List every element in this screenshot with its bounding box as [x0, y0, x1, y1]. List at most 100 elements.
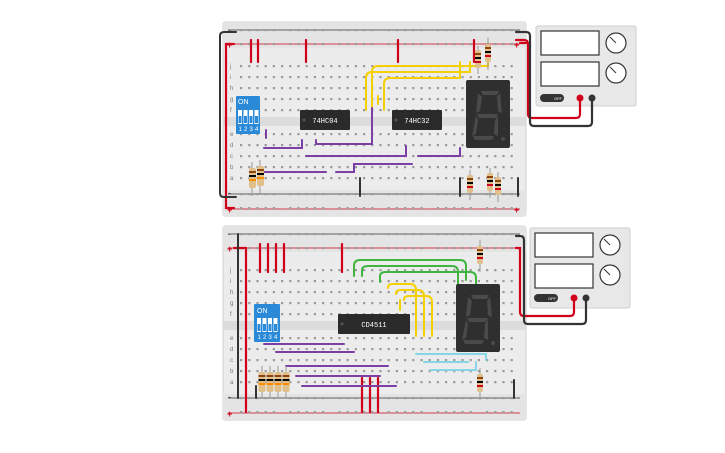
terminal-hole — [264, 381, 267, 384]
psu-leads-bottom[interactable] — [514, 234, 588, 326]
resistor[interactable] — [485, 38, 491, 70]
terminal-hole — [445, 359, 448, 362]
terminal-hole — [272, 359, 275, 362]
terminal-hole — [248, 359, 251, 362]
rail-hole — [510, 193, 513, 196]
terminal-hole — [346, 76, 349, 79]
terminal-hole — [510, 359, 513, 362]
rail-hole — [387, 233, 390, 236]
terminal-hole — [379, 177, 382, 180]
resistor[interactable] — [257, 160, 264, 194]
terminal-hole — [289, 155, 292, 158]
terminal-hole — [338, 359, 341, 362]
terminal-hole — [477, 370, 480, 373]
wires-green-bottom[interactable] — [353, 259, 477, 285]
terminal-hole — [477, 280, 480, 283]
terminal-hole — [404, 280, 407, 283]
terminal-hole — [436, 280, 439, 283]
terminal-hole — [354, 87, 357, 90]
wires-red-bottom[interactable] — [232, 242, 380, 414]
wires-lightblue-bottom[interactable] — [415, 353, 487, 371]
terminal-hole — [305, 133, 308, 136]
seven-segment-display[interactable] — [456, 284, 500, 352]
rail-plus-label: + — [514, 205, 519, 215]
terminal-hole — [330, 291, 333, 294]
rail-hole — [387, 397, 390, 400]
terminal-hole — [510, 370, 513, 373]
dip-switch-number: 2 — [244, 127, 248, 133]
wires-yellow-top[interactable] — [365, 59, 489, 111]
resistor[interactable] — [475, 46, 481, 74]
resistor[interactable] — [477, 240, 483, 272]
terminal-hole — [404, 269, 407, 272]
terminal-hole — [264, 280, 267, 283]
terminal-hole — [404, 381, 407, 384]
resistor[interactable] — [274, 366, 282, 398]
terminal-hole — [436, 133, 439, 136]
terminal-hole — [330, 381, 333, 384]
terminal-hole — [445, 177, 448, 180]
rail-hole — [272, 193, 275, 196]
rail-hole — [510, 411, 513, 414]
chip-74hc32[interactable]: 74HC32 — [392, 110, 442, 130]
terminal-hole — [240, 65, 243, 68]
resistor[interactable] — [477, 368, 483, 400]
rail-hole — [322, 193, 325, 196]
rail-hole — [486, 247, 489, 250]
terminal-hole — [420, 359, 423, 362]
terminal-hole — [371, 280, 374, 283]
resistor[interactable] — [266, 366, 274, 398]
psu-leads-top[interactable] — [514, 30, 594, 128]
terminal-hole — [248, 144, 251, 147]
resistor[interactable] — [249, 162, 256, 196]
rail-hole — [289, 207, 292, 210]
rail-hole — [510, 207, 513, 210]
resistor[interactable] — [282, 366, 290, 398]
power-switch-label: OFF — [554, 96, 563, 101]
terminal-hole — [363, 98, 366, 101]
terminal-hole — [240, 359, 243, 362]
terminal-hole — [461, 87, 464, 90]
terminal-hole — [404, 359, 407, 362]
rail-hole — [248, 193, 251, 196]
chip-74hc04[interactable]: 74HC04 — [300, 110, 350, 130]
wires-purple-top[interactable] — [263, 107, 461, 173]
terminal-hole — [420, 177, 423, 180]
rail-hole — [346, 233, 349, 236]
resistor[interactable] — [258, 366, 266, 398]
terminal-hole — [404, 177, 407, 180]
seven-segment-display[interactable] — [466, 80, 510, 148]
rail-hole — [404, 247, 407, 250]
chip-cd4511[interactable]: CD4511 — [338, 314, 410, 334]
power-supply[interactable]: OFF — [529, 227, 631, 309]
terminal-hole — [453, 302, 456, 305]
dip-switch[interactable]: ON 1 2 3 4 — [254, 304, 280, 342]
wires-black-top[interactable] — [219, 31, 519, 198]
resistor[interactable] — [467, 170, 473, 200]
terminal-hole — [363, 177, 366, 180]
terminal-hole — [289, 302, 292, 305]
terminal-hole — [338, 133, 341, 136]
dip-switch[interactable]: ON 1 2 3 4 — [236, 96, 260, 134]
wires-red-top[interactable] — [224, 38, 528, 210]
wires-black-bottom[interactable] — [237, 233, 515, 399]
terminal-hole — [371, 291, 374, 294]
terminal-hole — [330, 144, 333, 147]
wires-yellow-bottom[interactable] — [387, 283, 433, 337]
power-supply[interactable]: OFF — [535, 25, 637, 107]
terminal-hole — [322, 291, 325, 294]
rail-hole — [445, 29, 448, 32]
wires-purple-bottom[interactable] — [263, 343, 397, 387]
terminal-hole — [404, 87, 407, 90]
terminal-hole — [305, 76, 308, 79]
terminal-hole — [305, 166, 308, 169]
resistor[interactable] — [487, 168, 493, 198]
rail-hole — [346, 207, 349, 210]
terminal-hole — [387, 144, 390, 147]
terminal-hole — [387, 269, 390, 272]
terminal-hole — [510, 313, 513, 316]
resistor[interactable] — [495, 172, 501, 202]
terminal-hole — [387, 177, 390, 180]
terminal-hole — [330, 166, 333, 169]
rail-hole — [371, 43, 374, 46]
